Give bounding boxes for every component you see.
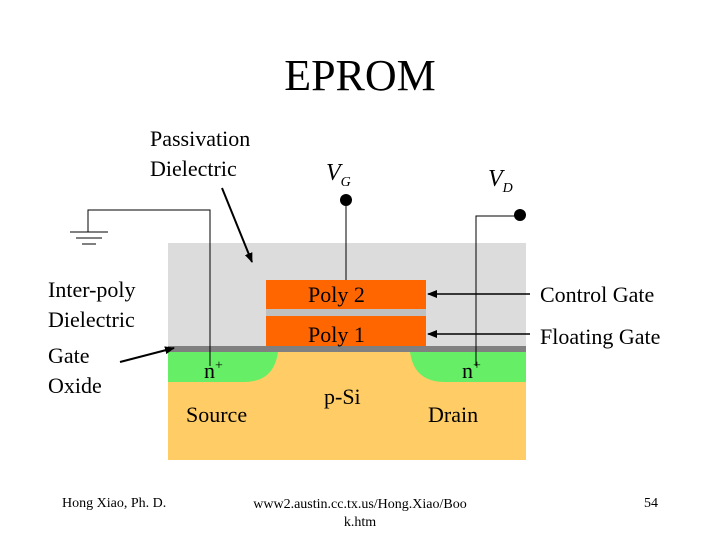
footer-author: Hong Xiao, Ph. D.: [62, 496, 167, 511]
gate-oxide-label: Gate Oxide: [48, 343, 102, 398]
p-si-label: p-Si: [324, 384, 361, 409]
gate-oxide-layer: [168, 346, 526, 352]
vg-terminal: [340, 194, 352, 206]
poly1-floating-gate: [266, 316, 426, 346]
vd-label: VD: [488, 166, 513, 196]
n-plus-source-region: [168, 352, 278, 382]
poly2-label: Poly 2: [308, 282, 365, 307]
poly1-label: Poly 1: [308, 322, 365, 347]
control-gate-label: Control Gate: [540, 282, 655, 307]
vd-wire: [475, 215, 520, 366]
n-plus-drain-region: [410, 352, 526, 382]
page-number: 54: [644, 496, 658, 511]
interpoly-dielectric-layer: [266, 309, 426, 316]
poly2-control-gate: [266, 280, 426, 309]
passivation-dielectric-label: Passivation Dielectric: [150, 126, 251, 181]
floating-gate-label: Floating Gate: [540, 324, 661, 349]
vd-terminal: [514, 209, 526, 221]
slide-title: EPROM: [284, 51, 436, 100]
passivation-arrow: [221, 187, 253, 263]
vg-label: VG: [326, 160, 351, 190]
source-label: Source: [186, 402, 248, 427]
ground-symbol: [70, 209, 211, 366]
drain-label: Drain: [428, 402, 479, 427]
n-plus-drain-label: n+: [462, 358, 481, 383]
footer-url[interactable]: www2.austin.cc.tx.us/Hong.Xiao/Boo k.htm: [253, 497, 467, 530]
interpoly-dielectric-label: Inter-poly Dielectric: [48, 277, 136, 332]
n-plus-source-label: n+: [204, 358, 223, 383]
gate-oxide-arrow: [119, 346, 175, 363]
